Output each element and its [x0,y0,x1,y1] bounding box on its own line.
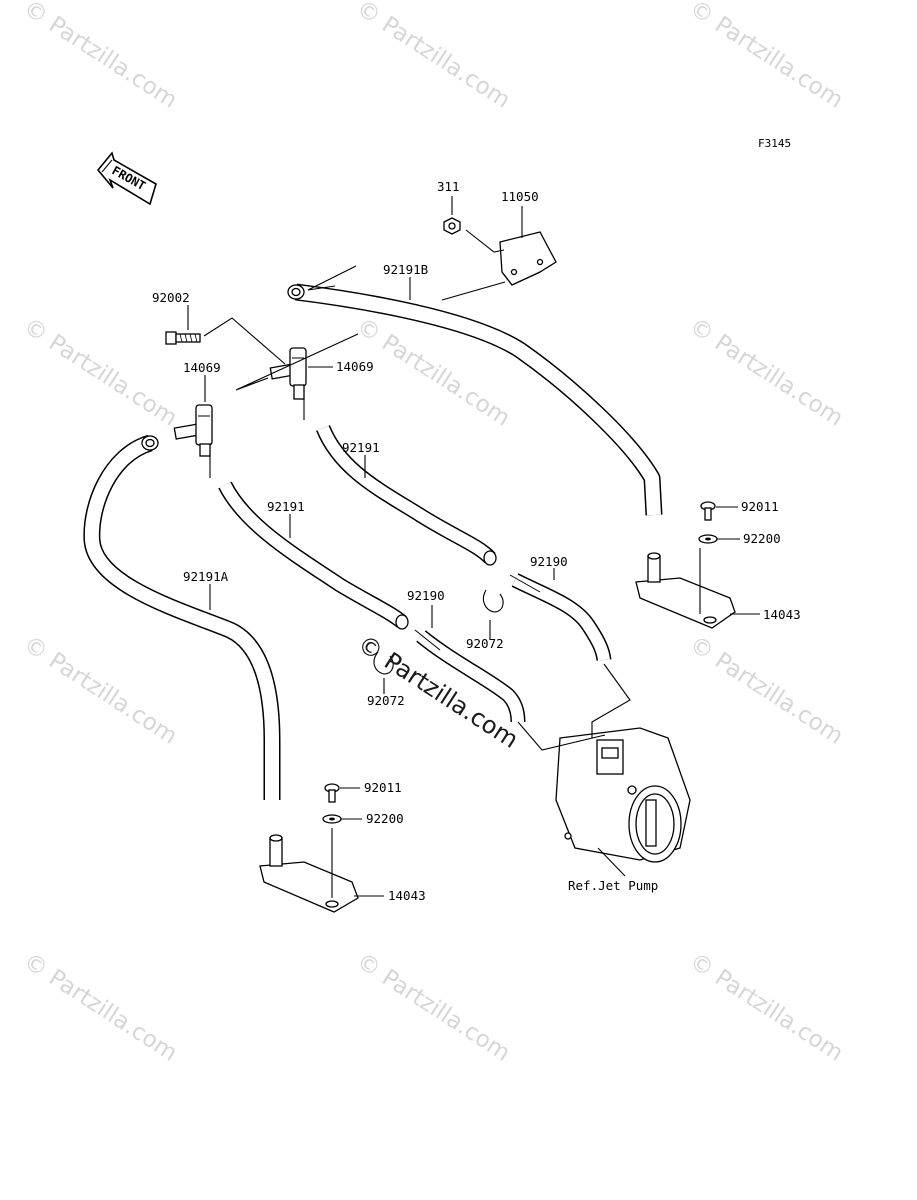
watermark: © Partzilla.com [19,631,182,749]
joint-14069-lower [173,404,213,457]
screw-92011-right [700,501,716,521]
screw-92011-left [324,783,340,803]
watermark: © Partzilla.com [685,631,848,749]
hose-92191-upper [316,424,497,566]
washer-92200-right [698,534,718,544]
bracket-14043-right [635,552,736,629]
hose-92191a [83,434,281,800]
nut-311 [443,217,461,235]
watermark: © Partzilla.com [19,313,182,431]
watermark: © Partzilla.com [352,0,515,114]
part-label: 14043 [388,888,426,903]
front-arrow-icon: FRONT [96,151,157,206]
part-label: 92200 [366,811,404,826]
part-label: 92191 [267,499,305,514]
hose-92190-right [509,573,612,662]
part-label: 92191 [342,440,380,455]
bracket-14043-left [259,834,359,913]
part-label: 92072 [466,636,504,651]
part-label: 92002 [152,290,190,305]
part-label: 92190 [407,588,445,603]
reference-label: Ref.Jet Pump [568,878,658,893]
part-label: 92200 [743,531,781,546]
watermark: © Partzilla.com [685,0,848,114]
watermark: © Partzilla.com [685,948,848,1066]
figure-code: F3145 [758,137,791,150]
part-label: 92011 [364,780,402,795]
hose-92191-lower [218,481,409,630]
hose-92191b [287,283,663,516]
part-label: 311 [437,179,460,194]
part-label: 92191A [183,569,229,584]
watermark: © Partzilla.com [19,0,182,114]
bracket-11050 [499,231,557,286]
watermark: © Partzilla.com [685,313,848,431]
clamp-92072-upper [482,589,504,613]
watermarks: © Partzilla.com © Partzilla.com © Partzi… [19,0,848,1067]
jet-pump-reference [555,727,691,863]
part-label: 14069 [183,360,221,375]
part-label: 14043 [763,607,801,622]
joint-14069-upper [269,347,307,400]
part-label: 11050 [501,189,539,204]
part-label: 92011 [741,499,779,514]
part-labels: 311 11050 92191B 92002 14069 14069 92191… [152,179,801,903]
watermark: © Partzilla.com [19,948,182,1066]
hose-92190-left [414,629,526,723]
bolt-92002 [165,331,201,345]
washer-92200-left [322,814,342,824]
clamp-92072-lower [373,651,394,675]
lead-lines [187,196,760,898]
watermark: © Partzilla.com [352,948,515,1066]
part-label: 92190 [530,554,568,569]
part-label: 14069 [336,359,374,374]
part-label: 92191B [383,262,428,277]
part-label: 92072 [367,693,405,708]
